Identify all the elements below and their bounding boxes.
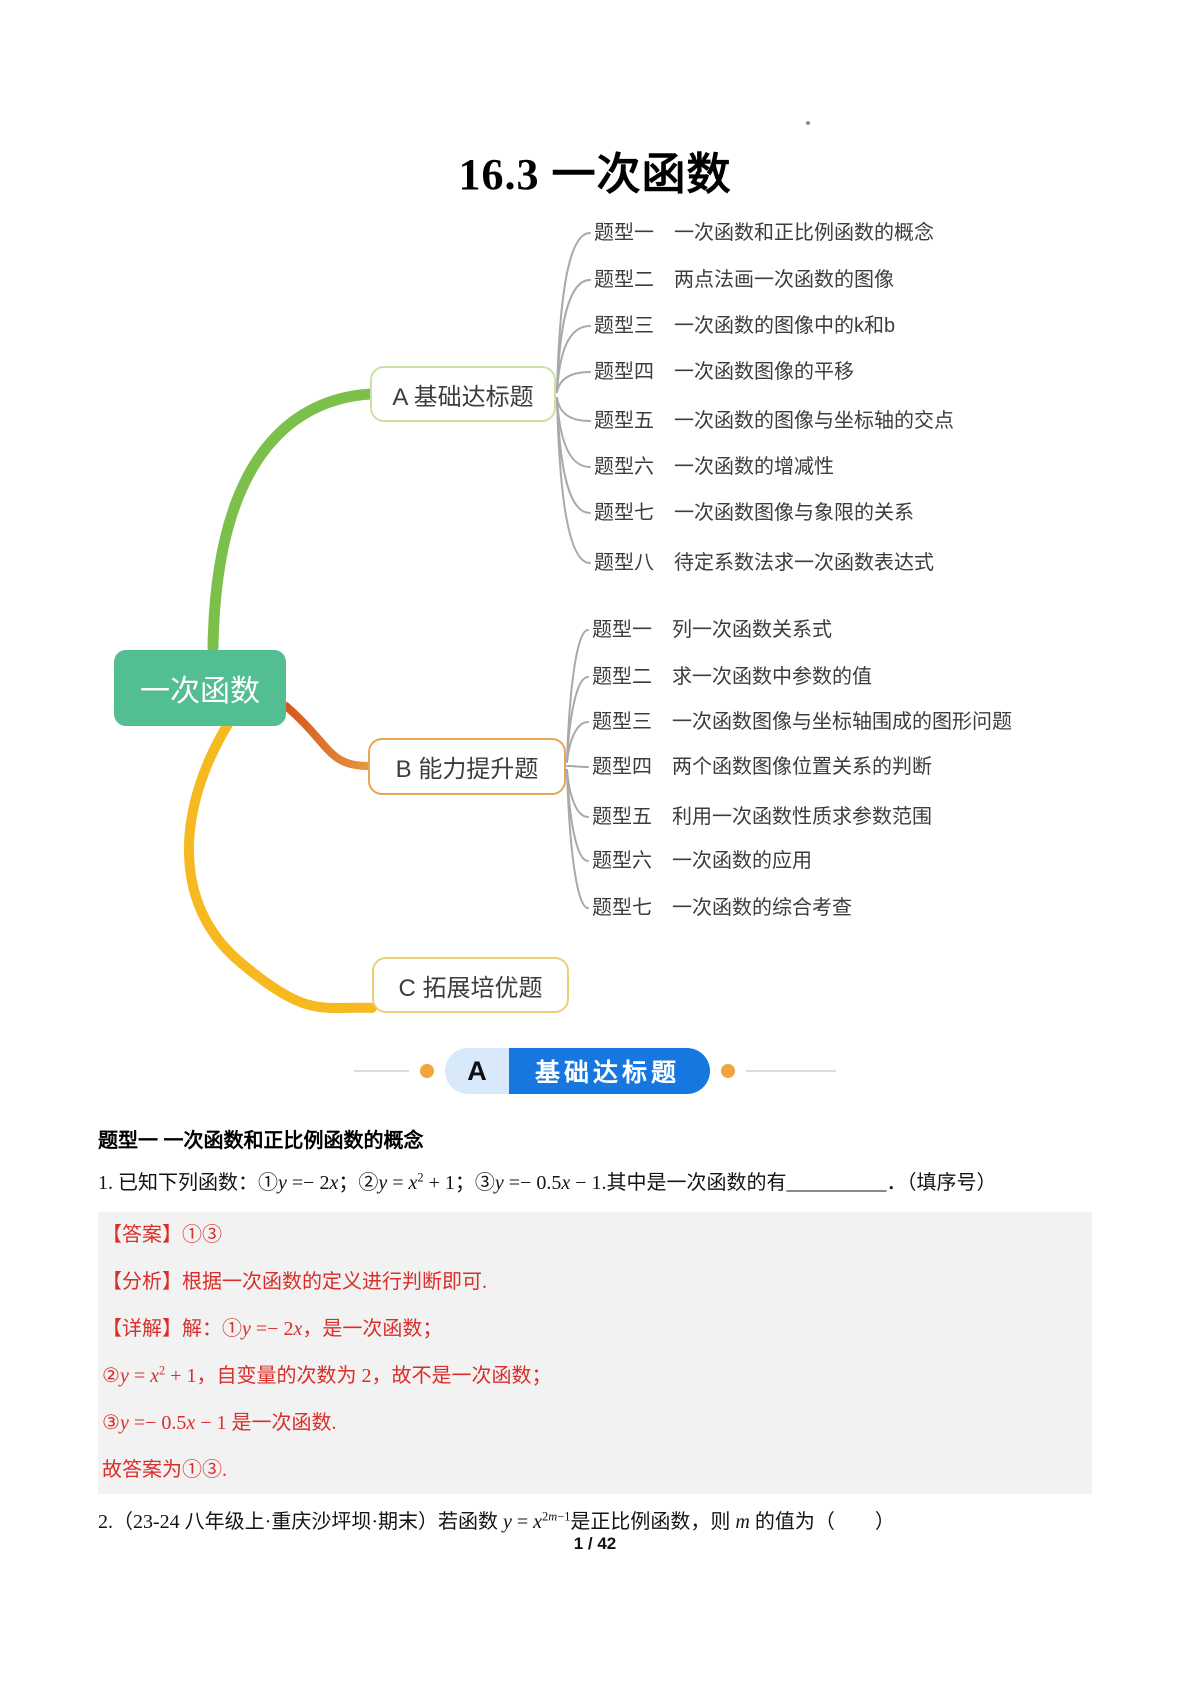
topic-heading: 题型一 一次函数和正比例函数的概念 bbox=[98, 1130, 424, 1152]
mindmap-curves bbox=[183, 232, 591, 1013]
solution-detail-line-3: ③y =− 0.5x − 1 是一次函数. bbox=[102, 1412, 337, 1434]
stray-dot bbox=[806, 121, 810, 125]
connector bbox=[566, 765, 589, 768]
section-banner-label: 基础达标题 bbox=[508, 1048, 710, 1094]
connector bbox=[556, 397, 591, 564]
mindmap-item: 题型二 两点法画一次函数的图像 bbox=[594, 269, 894, 291]
mindmap-item: 题型一 列一次函数关系式 bbox=[592, 619, 832, 641]
section-banner: A 基础达标题 bbox=[0, 1048, 1190, 1094]
mindmap-branch-c-node: C 拓展培优题 bbox=[372, 957, 569, 1013]
banner-dot-left bbox=[419, 1064, 434, 1078]
mindmap-item: 题型四 两个函数图像位置关系的判断 bbox=[592, 756, 932, 778]
question-2: 2.（23-24 八年级上·重庆沙坪坝·期末）若函数 y = x2m−1是正比例… bbox=[98, 1509, 895, 1533]
mindmap-item: 题型七 一次函数图像与象限的关系 bbox=[594, 502, 914, 524]
page-number: 1 / 42 bbox=[573, 1534, 617, 1553]
mindmap-item: 题型一 一次函数和正比例函数的概念 bbox=[594, 222, 934, 244]
mindmap-branch-b-node: B 能力提升题 bbox=[368, 738, 566, 795]
mindmap-item: 题型三 一次函数图像与坐标轴围成的图形问题 bbox=[592, 711, 1012, 733]
mindmap-item: 题型七 一次函数的综合考查 bbox=[592, 897, 852, 919]
banner-dot-right bbox=[721, 1064, 735, 1078]
mindmap-root-node: 一次函数 bbox=[114, 650, 286, 726]
solution-analysis-line: 【分析】根据一次函数的定义进行判断即可. bbox=[102, 1271, 487, 1293]
banner-line-right bbox=[746, 1070, 836, 1072]
mindmap-branch-a-node: A 基础达标题 bbox=[370, 366, 556, 422]
mindmap-item: 题型六 一次函数的应用 bbox=[592, 850, 812, 872]
connector bbox=[556, 397, 591, 514]
section-banner-pill: A 基础达标题 bbox=[444, 1048, 710, 1094]
mindmap-item: 题型三 一次函数的图像中的k和b bbox=[594, 315, 896, 337]
mindmap-item: 题型六 一次函数的增减性 bbox=[594, 456, 834, 478]
branch-c-curve bbox=[183, 719, 377, 1013]
connector bbox=[556, 325, 591, 393]
page-title: 16.3 一次函数 bbox=[458, 150, 732, 199]
mindmap-item: 题型二 求一次函数中参数的值 bbox=[592, 666, 872, 688]
branch-a-curve bbox=[207, 388, 377, 654]
mindmap-item: 题型五 利用一次函数性质求参数范围 bbox=[592, 806, 932, 828]
solution-detail-line-2: ②y = x2 + 1，自变量的次数为 2，故不是一次函数； bbox=[102, 1363, 552, 1387]
connector bbox=[566, 721, 589, 763]
answer-block: 【答案】①③ 【分析】根据一次函数的定义进行判断即可. 【详解】解：①y =− … bbox=[98, 1212, 1092, 1494]
connector bbox=[566, 676, 589, 763]
branch-b-curve bbox=[282, 702, 372, 770]
connector bbox=[556, 371, 591, 393]
connector bbox=[556, 397, 591, 422]
question-1: 1. 已知下列函数：①y =− 2x；②y = x2 + 1；③y =− 0.5… bbox=[98, 1170, 997, 1194]
mindmap-item: 题型五 一次函数的图像与坐标轴的交点 bbox=[594, 410, 954, 432]
connector bbox=[566, 769, 589, 909]
solution-detail-line-1: 【详解】解：①y =− 2x，是一次函数； bbox=[102, 1318, 443, 1340]
solution-conclusion-line: 故答案为①③. bbox=[102, 1459, 227, 1481]
mindmap-item: 题型四 一次函数图像的平移 bbox=[594, 361, 854, 383]
solution-answer-line: 【答案】①③ bbox=[102, 1224, 222, 1246]
mindmap-item: 题型八 待定系数法求一次函数表达式 bbox=[594, 552, 934, 574]
section-badge: A bbox=[444, 1048, 509, 1094]
banner-line-left bbox=[353, 1070, 409, 1072]
connector bbox=[556, 232, 591, 393]
